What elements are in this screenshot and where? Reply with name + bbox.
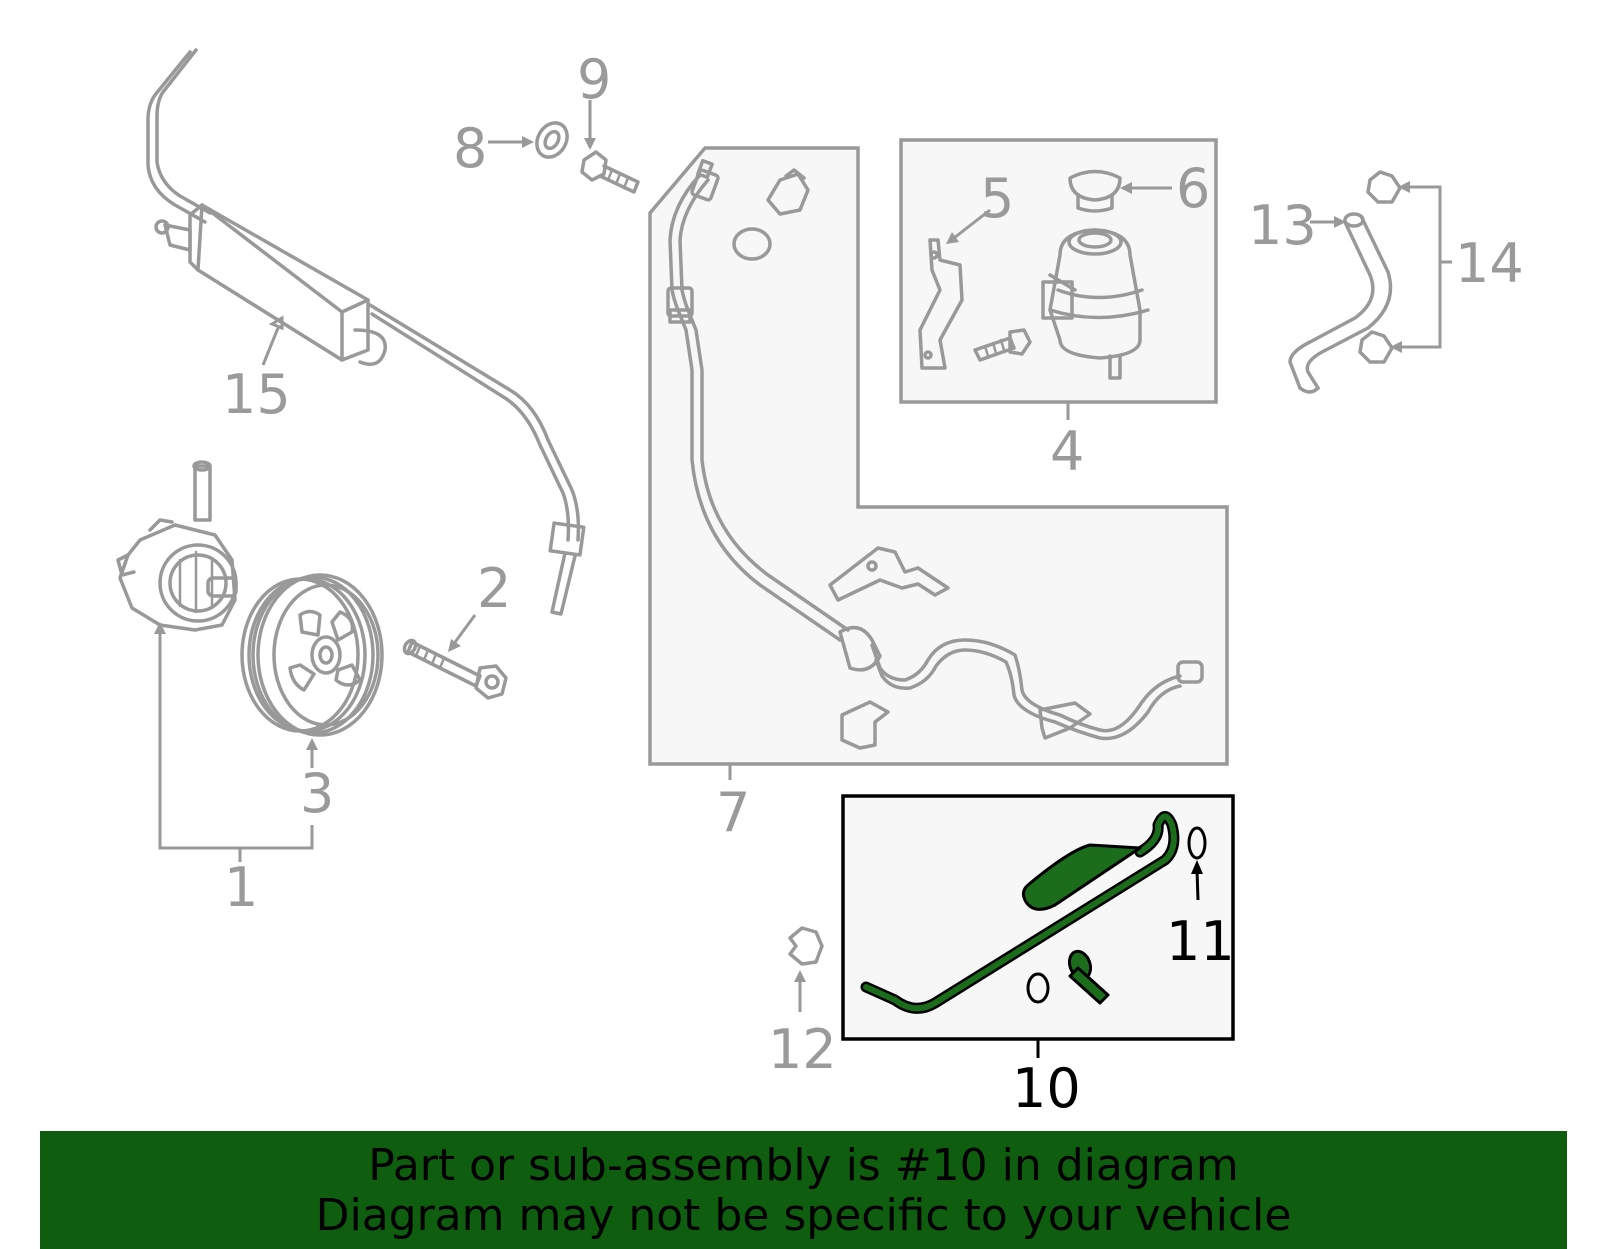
part-14-clamps[interactable] (1358, 170, 1452, 364)
banner-line-disclaimer: Diagram may not be specific to your vehi… (315, 1190, 1292, 1241)
part-15-cooler[interactable] (146, 48, 586, 616)
callout-7: 7 (716, 781, 750, 844)
callout-15: 15 (222, 363, 291, 426)
part-1-pump[interactable] (116, 460, 238, 632)
part-10-return-line-highlighted[interactable] (841, 794, 1235, 1041)
callout-1-bracket (158, 630, 314, 850)
banner-line-part: Part or sub-assembly is #10 in diagram (368, 1140, 1239, 1191)
part-3-pulley[interactable] (240, 573, 384, 737)
part-13-hose[interactable] (1288, 212, 1393, 394)
part-12-clamp[interactable] (788, 926, 824, 1012)
callout-2: 2 (477, 557, 511, 620)
callout-1: 1 (224, 856, 258, 919)
callout-3: 3 (300, 762, 334, 825)
callout-8: 8 (453, 117, 487, 180)
callout-12: 12 (768, 1018, 837, 1081)
part-2-bolt[interactable] (402, 614, 508, 700)
callout-11: 11 (1166, 910, 1235, 973)
callout-10: 10 (1012, 1057, 1081, 1120)
callout-4: 4 (1050, 420, 1084, 483)
callout-13: 13 (1248, 194, 1317, 257)
callout-9: 9 (577, 48, 611, 111)
callout-14: 14 (1455, 232, 1524, 295)
part-4-reservoir-assembly[interactable] (899, 138, 1218, 404)
info-banner: Part or sub-assembly is #10 in diagram D… (40, 1131, 1567, 1249)
part-7-hose-assembly[interactable] (648, 146, 1229, 766)
part-8-washer[interactable] (488, 117, 573, 162)
callout-5: 5 (980, 167, 1014, 230)
callout-6: 6 (1176, 157, 1210, 220)
part-9-bolt[interactable] (580, 100, 640, 194)
